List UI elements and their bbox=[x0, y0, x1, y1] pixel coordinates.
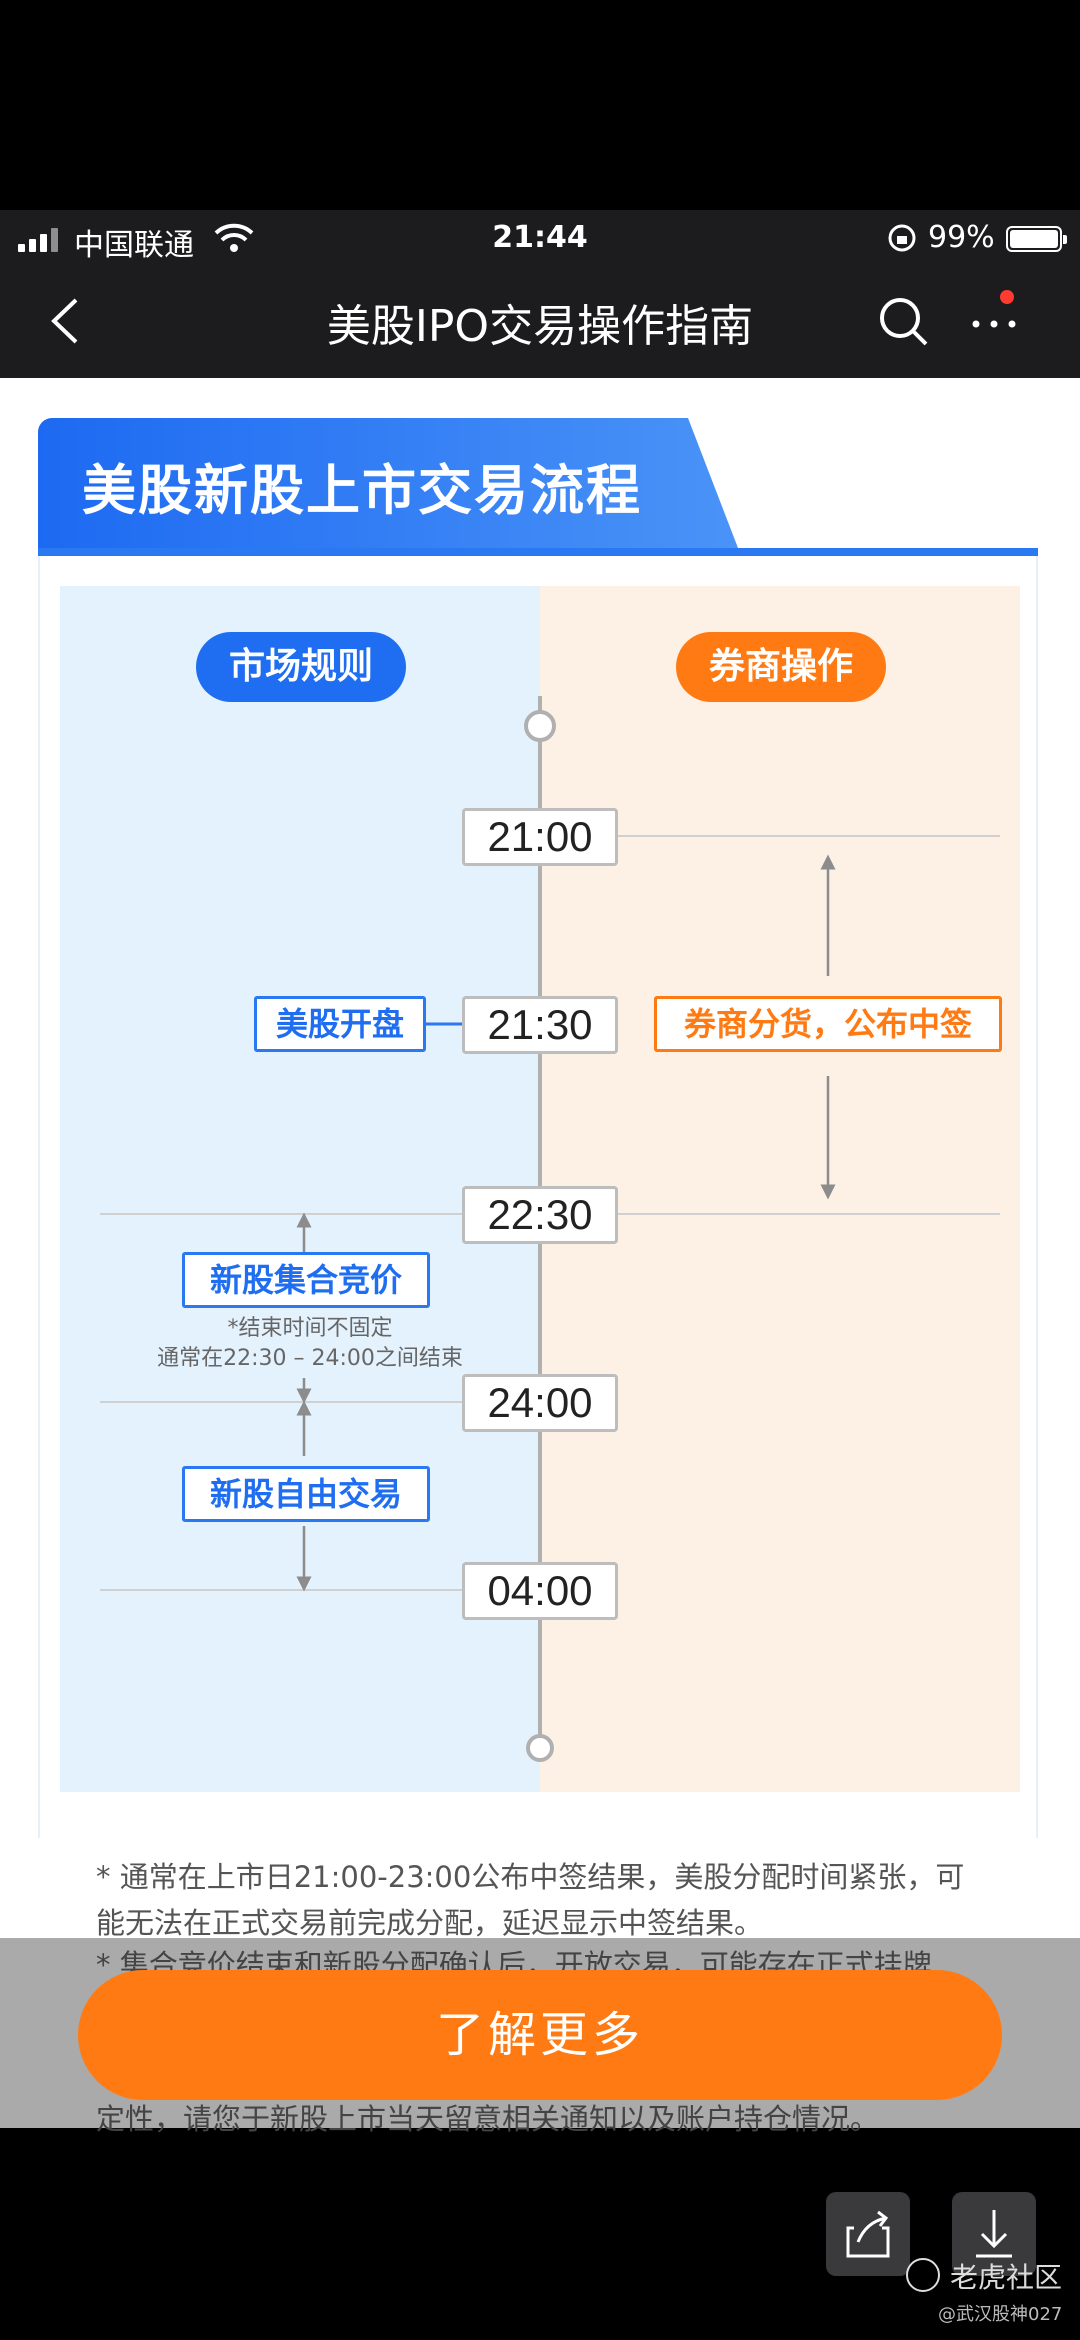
card-divider bbox=[38, 548, 1038, 556]
share-button[interactable] bbox=[826, 2192, 910, 2276]
signal-icon bbox=[18, 228, 58, 252]
footnotes: * 通常在上市日21:00-23:00公布中签结果，美股分配时间紧张，可 能无法… bbox=[96, 1856, 996, 1948]
time-2100: 21:00 bbox=[462, 808, 618, 866]
footnote-line-last: 定性，请您于新股上市当天留意相关通知以及账户持仓情况。 bbox=[96, 2102, 880, 2136]
auction-note-2: 通常在22:30 – 24:00之间结束 bbox=[157, 1346, 463, 1371]
battery-icon bbox=[1006, 226, 1067, 252]
broker-action-tag: 券商分货，公布中签 bbox=[654, 996, 1002, 1052]
card-title: 美股新股上市交易流程 bbox=[82, 459, 642, 522]
wifi-icon bbox=[214, 223, 254, 252]
battery-percent: 99% bbox=[928, 220, 995, 255]
page-title: 美股IPO交易操作指南 bbox=[326, 301, 754, 352]
content-area: 美股新股上市交易流程 bbox=[0, 378, 1080, 2128]
auction-tag: 新股集合竞价 bbox=[182, 1252, 430, 1308]
market-rules-header: 市场规则 bbox=[196, 632, 406, 702]
more-icon[interactable] bbox=[964, 294, 1024, 350]
clock: 21:44 bbox=[492, 220, 588, 255]
time-2230: 22:30 bbox=[462, 1186, 618, 1244]
learn-more-button[interactable]: 了解更多 bbox=[78, 1970, 1002, 2100]
download-icon bbox=[976, 2210, 1012, 2258]
carrier-name: 中国联通 bbox=[74, 228, 194, 263]
download-button[interactable] bbox=[952, 2192, 1036, 2276]
footnote-line: 能无法在正式交易前完成分配，延迟显示中签结果。 bbox=[96, 1906, 764, 1940]
timeline-start-node bbox=[524, 710, 556, 742]
card-tab bbox=[38, 418, 738, 548]
back-icon[interactable] bbox=[40, 294, 94, 348]
broker-panel bbox=[540, 586, 1020, 1792]
time-2400: 24:00 bbox=[462, 1374, 618, 1432]
auction-note-1: *结束时间不固定 bbox=[227, 1316, 393, 1341]
time-2130: 21:30 bbox=[462, 996, 618, 1054]
watermark-user: @武汉股神027 bbox=[938, 2304, 1063, 2325]
time-0400: 04:00 bbox=[462, 1562, 618, 1620]
market-open-tag: 美股开盘 bbox=[254, 996, 426, 1052]
share-icon bbox=[846, 2210, 890, 2258]
status-bar: 中国联通 21:44 99% bbox=[0, 210, 1080, 268]
watermark-brand: 老虎社区 bbox=[950, 2261, 1063, 2294]
orientation-lock-icon bbox=[888, 224, 916, 252]
free-trading-tag: 新股自由交易 bbox=[182, 1466, 430, 1522]
flow-card: 美股新股上市交易流程 bbox=[38, 418, 1038, 1838]
timeline-end-node bbox=[526, 1734, 554, 1762]
broker-ops-header: 券商操作 bbox=[676, 632, 886, 702]
footnote-line: * 通常在上市日21:00-23:00公布中签结果，美股分配时间紧张，可 bbox=[96, 1860, 965, 1894]
card-body: 市场规则 券商操作 21:00 21:30 22:30 24:00 04:00 … bbox=[38, 556, 1038, 1838]
search-icon[interactable] bbox=[876, 294, 932, 350]
nav-bar: 美股IPO交易操作指南 bbox=[0, 268, 1080, 378]
notification-dot bbox=[1000, 290, 1014, 304]
tiger-logo-icon bbox=[906, 2258, 940, 2292]
flow-diagram: 市场规则 券商操作 21:00 21:30 22:30 24:00 04:00 … bbox=[60, 586, 1020, 1792]
